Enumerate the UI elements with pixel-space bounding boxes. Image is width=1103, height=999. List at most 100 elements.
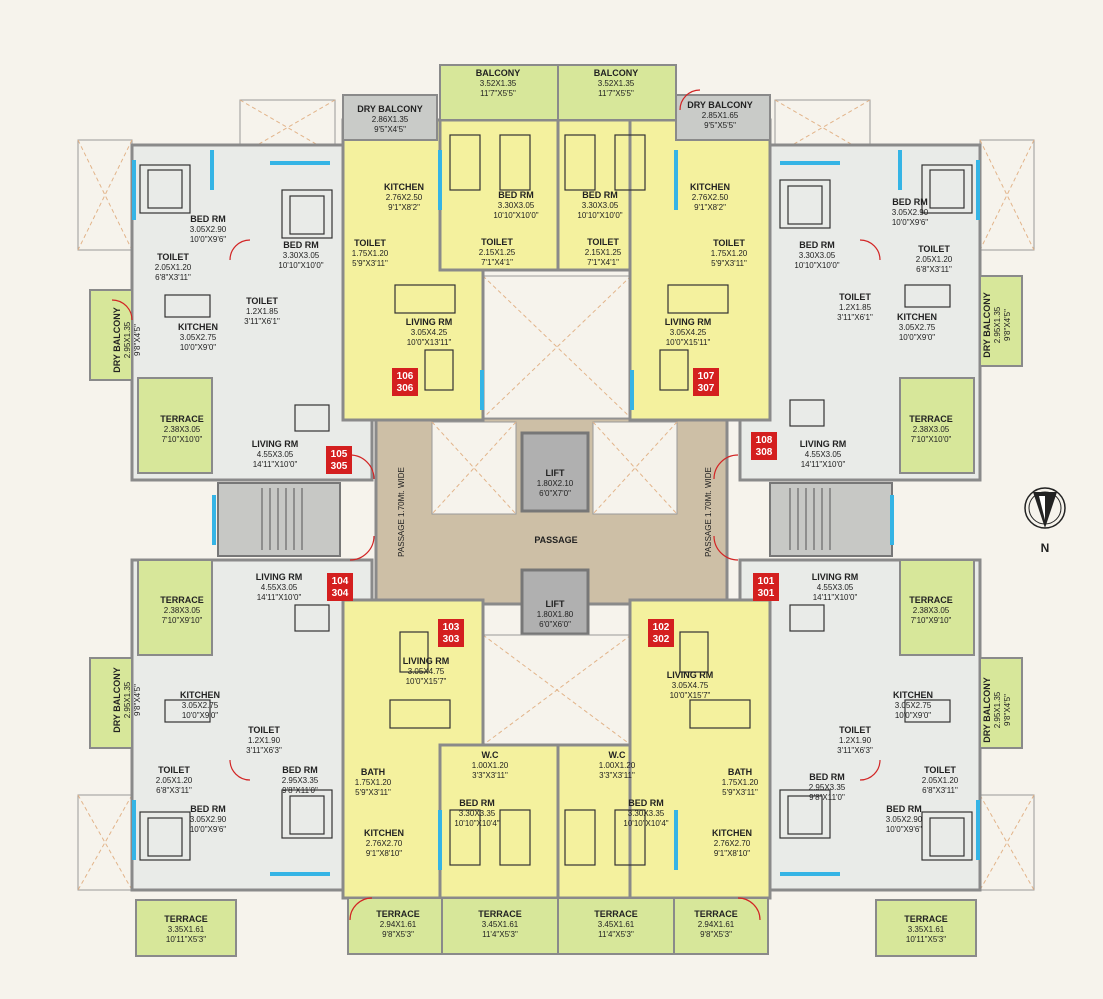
room-name: LIVING RM <box>406 317 453 327</box>
room-name: KITCHEN <box>897 312 937 322</box>
room-dimension: 2.95X1.35 <box>123 681 132 718</box>
room-dimension: 6'8"X3'11" <box>156 786 192 795</box>
unit-number: 308 <box>756 447 773 458</box>
room-dimension: 1.75X1.20 <box>722 778 759 787</box>
room-labels: BALCONY3.52X1.3511'7"X5'5"BALCONY3.52X1.… <box>112 68 1012 944</box>
room-name: KITCHEN <box>178 322 218 332</box>
unit-number: 103 <box>443 622 460 633</box>
door-swings <box>111 89 881 921</box>
room-dimension: 3.30X3.35 <box>628 809 665 818</box>
room-dimension: 9'8"X5'3" <box>700 930 732 939</box>
room-dimension: 6'0"X7'0" <box>539 489 571 498</box>
room-dimension: 7'1"X4'1" <box>481 258 513 267</box>
room-name: BED RM <box>190 804 226 814</box>
room-dimension: 10'0"X15'7" <box>406 677 447 686</box>
unit-number: 101 <box>758 576 775 587</box>
room-name: W.C <box>609 750 626 760</box>
unit-tag-box <box>392 368 418 396</box>
unit-number: 303 <box>443 634 460 645</box>
unit-number: 304 <box>332 588 349 599</box>
room-dimension: 2.95X1.35 <box>993 306 1002 343</box>
unit-tag-box <box>693 368 719 396</box>
terraces <box>89 64 1023 957</box>
room-dimension: 2.38X3.05 <box>913 606 950 615</box>
room-label-bed-rm: BED RM2.95X3.359'8"X11'0" <box>282 765 319 795</box>
room-name: BALCONY <box>594 68 639 78</box>
room-name: BED RM <box>459 798 495 808</box>
room-dimension: 9'8"X4'5" <box>1003 694 1012 726</box>
room-dimension: 10'0"X9'0" <box>180 343 216 352</box>
room-name: LIVING RM <box>667 670 714 680</box>
room-name: TERRACE <box>164 914 208 924</box>
room-name: TERRACE <box>909 595 953 605</box>
room-dimension: 10'0"X9'0" <box>182 711 218 720</box>
room-dimension: 9'5"X4'5" <box>374 125 406 134</box>
room-dimension: 4.55X3.05 <box>261 583 298 592</box>
room-dimension: 10'10"X10'4" <box>454 819 499 828</box>
room-dimension: 10'0"X9'6" <box>190 825 226 834</box>
room-name: DRY BALCONY <box>687 100 753 110</box>
room-name: TOILET <box>924 765 956 775</box>
room-name: KITCHEN <box>364 828 404 838</box>
room-dimension: 3'11"X6'3" <box>246 746 282 755</box>
room-label-passage: PASSAGE <box>534 535 577 545</box>
unit-number: 306 <box>397 383 414 394</box>
central-core <box>374 416 729 636</box>
unit-number: 105 <box>331 449 348 460</box>
room-dimension: 2.94X1.61 <box>698 920 735 929</box>
room-dimension: 2.85X1.65 <box>702 111 739 120</box>
room-dimension: 9'1"X8'2" <box>694 203 726 212</box>
room-dimension: 2.76X2.70 <box>366 839 403 848</box>
room-dimension: 3.52X1.35 <box>598 79 635 88</box>
room-dimension: 3'11"X6'1" <box>837 313 873 322</box>
room-dimension: 9'1"X8'2" <box>388 203 420 212</box>
room-name: BED RM <box>799 240 835 250</box>
room-dimension: 7'10"X9'10" <box>162 616 203 625</box>
room-name: BED RM <box>283 240 319 250</box>
room-name: LIVING RM <box>252 439 299 449</box>
room-dimension: 9'1"X8'10" <box>714 849 750 858</box>
room-dimension: 9'5"X5'5" <box>704 121 736 130</box>
room-name: DRY BALCONY <box>982 292 992 358</box>
room-dimension: 10'0"X9'0" <box>895 711 931 720</box>
room-dimension: 3.05X2.90 <box>892 208 929 217</box>
room-dimension: 3.30X3.05 <box>498 201 535 210</box>
room-name: BED RM <box>628 798 664 808</box>
unit-number: 302 <box>653 634 670 645</box>
room-name: TERRACE <box>478 909 522 919</box>
room-dimension: 10'0"X15'7" <box>670 691 711 700</box>
room-dimension: 3.05X2.90 <box>190 815 227 824</box>
room-name: BED RM <box>282 765 318 775</box>
room-dimension: 1.2X1.85 <box>839 303 872 312</box>
room-dimension: 3.05X4.25 <box>670 328 707 337</box>
room-dimension: 6'8"X3'11" <box>155 273 191 282</box>
room-dimension: 3.52X1.35 <box>480 79 517 88</box>
